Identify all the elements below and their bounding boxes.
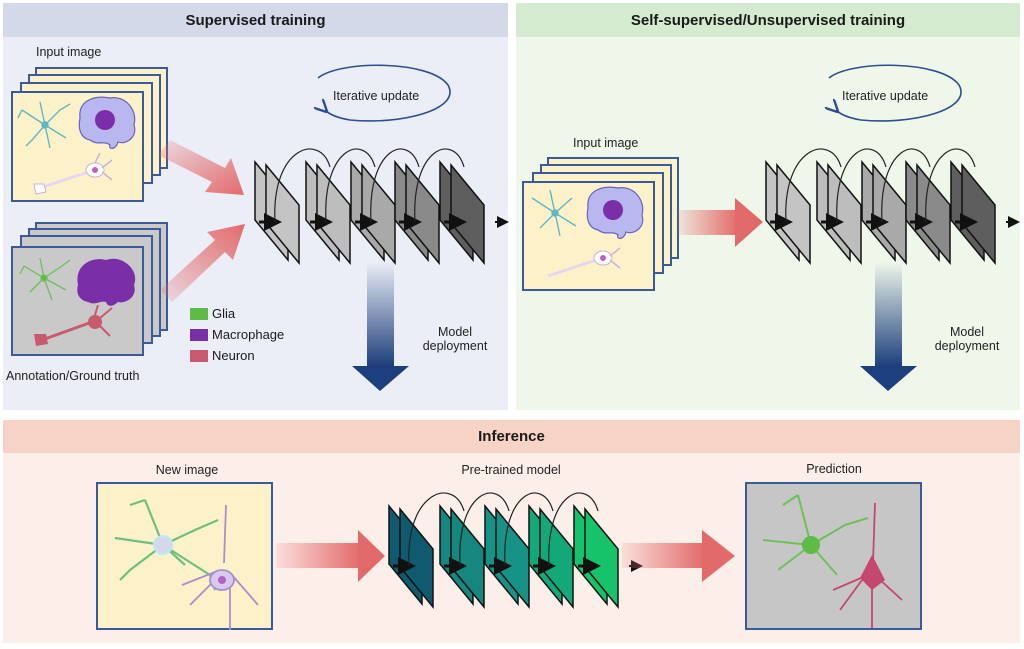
deployment-label-line2: deployment	[934, 339, 1000, 353]
supervised-training-title: Supervised training	[3, 3, 508, 37]
supervised-deployment-arrow	[352, 262, 409, 391]
neuron-cell-icon	[33, 152, 113, 195]
cell-type-legend: Glia Macrophage Neuron	[190, 306, 284, 363]
network-layer	[316, 162, 351, 266]
model-to-prediction-arrow	[622, 530, 735, 582]
unsupervised-iterative-update-icon	[829, 64, 962, 122]
new-image-label: New image	[155, 463, 219, 477]
network-layer	[872, 162, 907, 266]
glia-cell-icon	[114, 498, 219, 591]
skip-connection	[836, 148, 887, 223]
unsupervised-iterative-update-label: Iterative update	[842, 89, 929, 103]
network-layer	[776, 162, 811, 266]
annotation-to-model-arrow	[160, 224, 245, 302]
unsupervised-network-layers	[765, 148, 1020, 266]
skip-connection	[325, 148, 376, 223]
network-layer	[361, 162, 396, 266]
supervised-iterative-update-label: Iterative update	[333, 89, 420, 103]
annotation-ground-truth-label: Annotation/Ground truth	[6, 369, 140, 383]
supervised-input-image-stack	[11, 67, 168, 202]
skip-connection	[459, 492, 510, 567]
supervised-deployment-label: Model deployment	[423, 325, 488, 353]
legend-label: Neuron	[212, 348, 255, 363]
unsupervised-training-title: Self-supervised/Unsupervised training	[516, 3, 1020, 37]
macrophage-cell-icon	[78, 96, 136, 149]
network-layer	[495, 506, 530, 610]
macrophage-cell-icon	[586, 186, 644, 239]
prediction-frame	[745, 482, 922, 630]
legend-label: Glia	[212, 306, 236, 321]
network-layer	[584, 506, 619, 610]
network-layer	[961, 162, 996, 266]
prediction-label: Prediction	[806, 462, 862, 476]
new-image-to-model-arrow	[276, 530, 385, 582]
glia-cell-icon	[531, 189, 577, 237]
network-layer	[450, 162, 485, 266]
neuron-cell-icon	[181, 504, 259, 630]
supervised-input-image-label: Input image	[36, 45, 102, 59]
inference-title: Inference	[3, 420, 1020, 453]
unsupervised-input-image-label: Input image	[573, 136, 639, 150]
legend-item-glia: Glia	[190, 306, 284, 321]
pretrained-network-layers	[388, 492, 643, 610]
glia-prediction-icon	[762, 494, 869, 576]
neuron-swatch	[190, 349, 208, 362]
unsupervised-input-to-model-arrow	[678, 198, 763, 247]
unsupervised-deployment-arrow	[860, 262, 917, 391]
network-layer	[827, 162, 862, 266]
skip-connection	[785, 148, 842, 223]
unsupervised-deployment-label: Model deployment	[935, 325, 1000, 353]
supervised-iterative-update-icon	[318, 64, 451, 122]
skip-connection	[881, 148, 931, 223]
skip-connection	[925, 148, 976, 223]
deployment-label-line2: deployment	[422, 339, 488, 353]
glia-annotation-icon	[19, 257, 71, 301]
neuron-prediction-icon	[832, 502, 903, 628]
network-layer	[539, 506, 574, 610]
skip-connection	[274, 148, 331, 223]
network-layer	[450, 506, 485, 610]
deployment-label-line1: Model	[437, 325, 473, 339]
skip-connection	[370, 148, 420, 223]
deployment-label-line1: Model	[949, 325, 985, 339]
skip-connection	[548, 492, 599, 567]
input-to-model-arrow	[158, 140, 244, 195]
legend-item-macrophage: Macrophage	[190, 327, 284, 342]
pretrained-model-label: Pre-trained model	[461, 463, 561, 477]
new-image-frame	[96, 482, 273, 630]
supervised-network-layers	[254, 148, 509, 266]
skip-connection	[504, 492, 554, 567]
legend-item-neuron: Neuron	[190, 348, 284, 363]
annotation-image-stack	[11, 222, 168, 356]
neuron-annotation-icon	[34, 304, 113, 346]
glia-cell-icon	[17, 101, 71, 149]
unsupervised-input-image-stack	[522, 157, 679, 291]
network-layer	[265, 162, 300, 266]
legend-label: Macrophage	[212, 327, 285, 342]
macrophage-swatch	[190, 328, 208, 341]
network-layer	[405, 162, 440, 266]
skip-connection	[414, 148, 465, 223]
macrophage-annotation-icon	[77, 258, 136, 306]
skip-connection	[408, 492, 465, 567]
neuron-cell-icon	[547, 247, 621, 278]
network-layer	[399, 506, 434, 610]
glia-swatch	[190, 307, 208, 320]
network-layer	[916, 162, 951, 266]
